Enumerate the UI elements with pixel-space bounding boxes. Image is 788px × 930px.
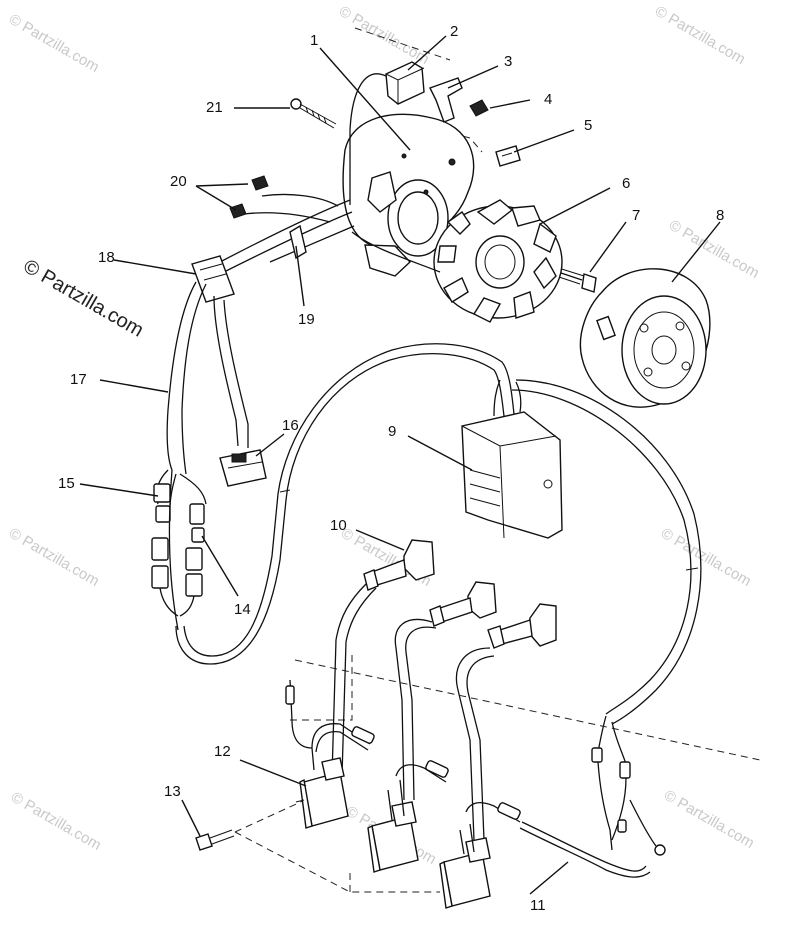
callout-20: 20 bbox=[170, 173, 187, 190]
watermark: © Partzilla.com bbox=[652, 3, 748, 68]
connector-18 bbox=[191, 255, 235, 303]
screw-5 bbox=[495, 145, 521, 167]
reference-lines bbox=[234, 27, 761, 893]
screw-4 bbox=[469, 99, 489, 117]
ignition-coil-2 bbox=[367, 801, 419, 873]
callout-1: 1 bbox=[310, 32, 318, 49]
callout-19: 19 bbox=[298, 311, 315, 328]
callout-9: 9 bbox=[388, 423, 396, 440]
callout-13: 13 bbox=[164, 783, 181, 800]
high-tension-leads bbox=[331, 583, 495, 841]
connector-16 bbox=[219, 449, 267, 487]
leader-lines bbox=[79, 35, 721, 895]
spark-plug-cap-2 bbox=[429, 581, 497, 627]
loop-wire-left bbox=[175, 343, 515, 665]
connectors-15-14 bbox=[151, 469, 207, 631]
callout-5: 5 bbox=[584, 117, 592, 134]
ignition-coil-3 bbox=[439, 837, 491, 909]
callout-11: 11 bbox=[530, 897, 546, 914]
ignition-coil-1 bbox=[295, 757, 349, 829]
spark-plug-cap-3 bbox=[487, 603, 557, 649]
watermark: © Partzilla.com bbox=[661, 787, 757, 852]
watermark-prominent: © Partzilla.com bbox=[20, 255, 148, 341]
callout-8: 8 bbox=[716, 207, 724, 224]
screw-13 bbox=[195, 829, 235, 851]
callout-3: 3 bbox=[504, 53, 512, 70]
callout-labels: 1 2 3 4 5 6 7 8 9 10 11 12 13 14 15 16 1… bbox=[58, 23, 724, 914]
callout-7: 7 bbox=[632, 207, 640, 224]
pulser-coil bbox=[349, 61, 463, 205]
callout-18: 18 bbox=[98, 249, 115, 266]
callout-10: 10 bbox=[330, 517, 347, 534]
primary-wiring bbox=[285, 679, 666, 878]
watermark: © Partzilla.com bbox=[658, 525, 754, 590]
callout-17: 17 bbox=[70, 371, 87, 388]
callout-4: 4 bbox=[544, 91, 552, 108]
screw-20 bbox=[229, 175, 269, 219]
callout-15: 15 bbox=[58, 475, 75, 492]
stator-windings bbox=[433, 199, 563, 323]
callout-2: 2 bbox=[450, 23, 458, 40]
screw-21 bbox=[290, 98, 337, 129]
spark-plug-cap-1 bbox=[363, 539, 435, 591]
flywheel bbox=[579, 268, 711, 408]
stator-plate bbox=[342, 113, 475, 277]
callout-16: 16 bbox=[282, 417, 299, 434]
watermark: © Partzilla.com bbox=[6, 525, 102, 590]
watermark: © Partzilla.com bbox=[6, 11, 102, 76]
callout-14: 14 bbox=[234, 601, 251, 618]
clamp-19 bbox=[289, 224, 307, 260]
watermark: © Partzilla.com bbox=[8, 789, 104, 854]
voltage-regulator bbox=[461, 379, 563, 539]
loop-wire-right bbox=[511, 379, 702, 725]
callout-12: 12 bbox=[214, 743, 231, 760]
callout-6: 6 bbox=[622, 175, 630, 192]
callout-21: 21 bbox=[206, 99, 223, 116]
harness-branches bbox=[166, 281, 249, 475]
watermark: © Partzilla.com bbox=[336, 3, 432, 68]
